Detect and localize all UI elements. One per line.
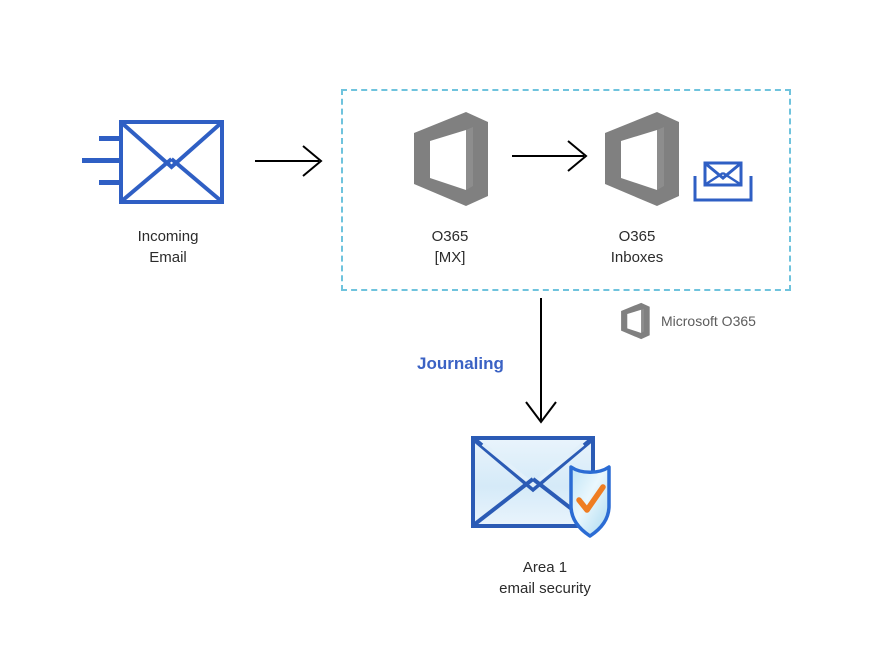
o365-mx-node [406,110,494,208]
area1-email-security-label: Area 1 email security [499,559,591,597]
inbox-tray-envelope-icon [692,160,754,204]
o365-boundary-zone [341,89,791,291]
arrow-down-icon [525,298,557,424]
area1-email-security-node [469,432,629,547]
arrow-right-icon [512,140,588,172]
arrow-journaling-down [518,298,564,424]
legend-label: Microsoft O365 [661,313,756,329]
inbox-tray-envelope-icon [693,161,753,202]
office-365-icon [414,112,488,206]
o365-inboxes-node [597,110,685,208]
arrow-incoming-to-o365 [255,141,325,181]
journaling-edge-label: Journaling [417,354,504,373]
arrow-right-icon [255,145,323,177]
envelope-icon [82,120,224,204]
o365-mx-label: O365 [MX] [431,228,469,266]
office-365-icon [605,112,679,206]
incoming-email-label: Incoming Email [137,228,199,266]
office-365-icon [621,302,650,340]
o365-inboxes-label: O365 Inboxes [610,228,664,266]
legend-microsoft-o365: Microsoft O365 [618,302,756,340]
envelope-shield-check-icon [471,436,611,538]
incoming-email-node [76,118,226,210]
arrow-mx-to-inboxes [512,136,592,176]
